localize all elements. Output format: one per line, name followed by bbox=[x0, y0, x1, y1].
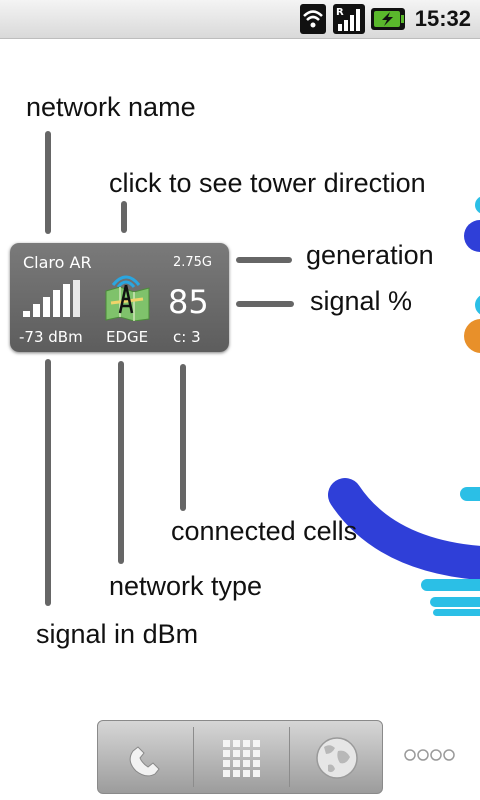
signal-bars-icon bbox=[23, 280, 80, 317]
connector-generation bbox=[236, 257, 292, 263]
network-type-value: EDGE bbox=[106, 328, 149, 346]
annotation-signal-dbm: signal in dBm bbox=[36, 619, 199, 649]
browser-button[interactable] bbox=[290, 721, 385, 793]
signal-dbm-value: -73 dBm bbox=[19, 328, 83, 346]
signal-roaming-icon: R bbox=[333, 4, 365, 34]
connector-network-type bbox=[118, 361, 124, 564]
clock: 15:32 bbox=[414, 6, 471, 31]
annotation-tower-direction: click to see tower direction bbox=[109, 168, 426, 198]
browser-icon bbox=[316, 737, 358, 779]
signal-percent-value: 85 bbox=[168, 283, 209, 321]
annotation-network-name: network name bbox=[26, 92, 196, 122]
annotation-signal-percent: signal % bbox=[310, 286, 413, 316]
phone-icon bbox=[129, 746, 160, 777]
connector-signal-percent bbox=[236, 301, 294, 307]
connector-connected-cells bbox=[180, 364, 186, 511]
status-bar: R 15:32 bbox=[0, 0, 480, 39]
dock bbox=[97, 720, 383, 794]
operator-name: Claro AR bbox=[23, 253, 92, 272]
annotation-network-type: network type bbox=[109, 571, 263, 601]
dock-separator bbox=[193, 727, 194, 787]
annotation-connected-cells: connected cells bbox=[171, 516, 358, 546]
app-drawer-icon bbox=[223, 740, 260, 777]
network-widget[interactable]: Claro AR 2.75G 85 -73 dBm EDGE c: 3 bbox=[10, 243, 229, 352]
dock-separator bbox=[289, 727, 290, 787]
app-drawer-button[interactable] bbox=[194, 721, 289, 793]
connected-cells-value: c: 3 bbox=[173, 328, 201, 346]
page-indicator bbox=[404, 749, 455, 761]
roaming-letter: R bbox=[336, 7, 344, 18]
connector-network-name bbox=[45, 131, 51, 234]
tower-map-icon[interactable] bbox=[103, 263, 153, 321]
annotation-generation: generation bbox=[306, 240, 434, 270]
phone-button[interactable] bbox=[98, 721, 193, 793]
battery-charging-icon bbox=[371, 8, 405, 30]
connector-signal-dbm bbox=[45, 359, 51, 606]
connector-tower-direction bbox=[121, 201, 127, 233]
generation-label: 2.75G bbox=[172, 255, 212, 270]
wifi-icon bbox=[300, 4, 326, 34]
